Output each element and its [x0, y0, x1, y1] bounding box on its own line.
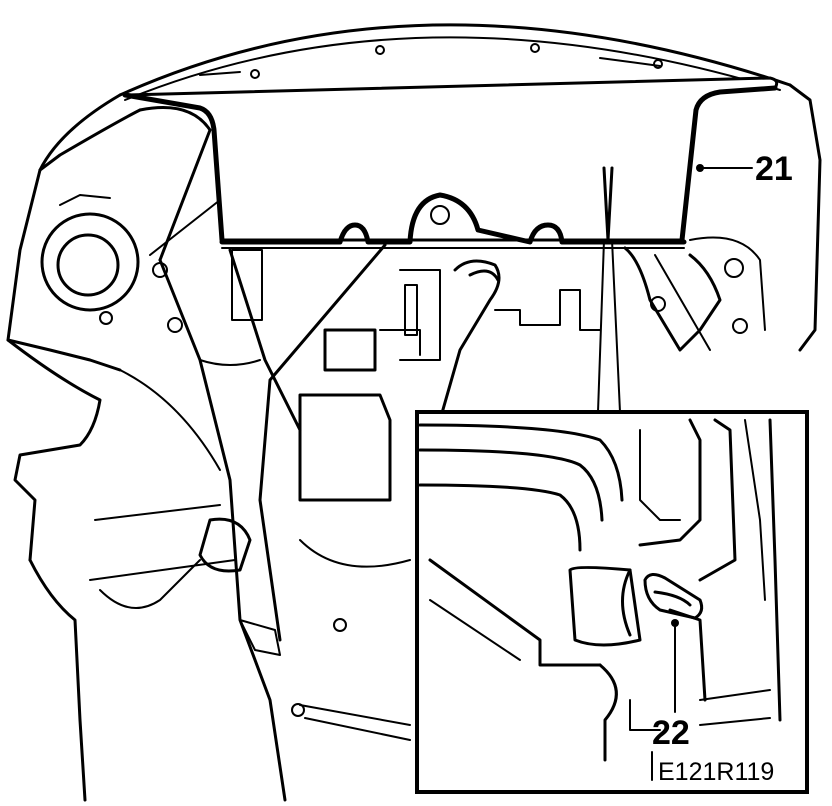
engine-components [231, 249, 601, 632]
right-components [623, 236, 766, 352]
detail-inset [415, 410, 809, 794]
figure-code: E121R119 [658, 758, 774, 786]
frame-members [89, 106, 411, 802]
callout-21-label: 21 [755, 150, 793, 188]
body-outline [6, 93, 221, 802]
callout-22-label: 22 [652, 714, 690, 752]
left-hub [40, 194, 183, 333]
zoom-lines [597, 239, 621, 413]
protective-shield [122, 76, 779, 249]
top-frame [118, 23, 822, 352]
